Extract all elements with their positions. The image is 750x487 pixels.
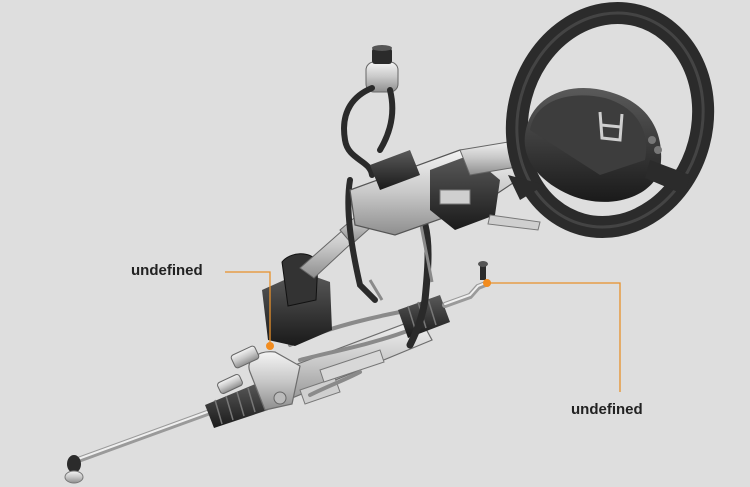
callout-right-label: undefined: [571, 401, 643, 418]
fluid-reservoir: [365, 45, 399, 93]
right-tie-rod: [442, 261, 491, 308]
reservoir-hoses: [341, 85, 396, 303]
honda-logo-icon: [598, 111, 624, 142]
callout-left-leader: [225, 271, 274, 350]
left-tie-rod-end: [67, 455, 81, 473]
callout-left-label: undefined: [131, 262, 203, 279]
callout-left-marker: [266, 342, 274, 350]
left-tie-rod: [64, 409, 213, 484]
callout-right-marker: [483, 279, 491, 287]
pressure-hose: [406, 221, 432, 349]
callout-right-leader: [483, 279, 621, 392]
steering-wheel: [505, 1, 715, 239]
left-rack-boot: [205, 382, 268, 428]
steering-column: [349, 139, 541, 236]
